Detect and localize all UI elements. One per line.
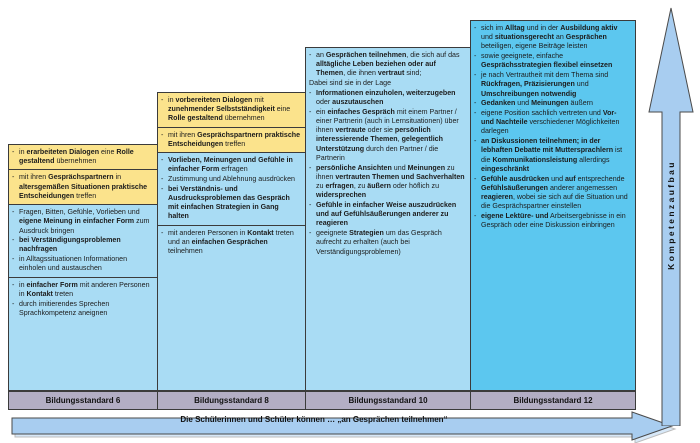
competency-list-item: in einfacher Form mit anderen Personen i… <box>12 281 153 299</box>
standard-label-10: Bildungsstandard 10 <box>306 392 471 409</box>
column-bildungsstandard-6: in erarbeiteten Dialogen eine Rolle gest… <box>8 144 158 391</box>
competency-cell: in vorbereiteten Dialogen mit zunehmende… <box>158 93 305 128</box>
competency-list: mit anderen Personen in Kontakt treten u… <box>161 229 301 257</box>
bottom-arrow-label: Die Schülerinnen und Schüler können … „a… <box>180 415 448 424</box>
competency-list-item: eigene Position sachlich vertreten und V… <box>474 109 631 137</box>
competency-list-item: in erarbeiteten Dialogen eine Rolle gest… <box>12 148 153 166</box>
competency-list-item: mit anderen Personen in Kontakt treten u… <box>161 229 301 257</box>
competency-cell: in erarbeiteten Dialogen eine Rolle gest… <box>9 145 157 171</box>
competency-list-item: Informationen einzuholen, weiterzugeben … <box>309 89 466 107</box>
competency-list: Vorlieben, Meinungen und Gefühle in einf… <box>161 156 301 222</box>
competency-list-item: in vorbereiteten Dialogen mit zunehmende… <box>161 96 301 124</box>
competency-list: in einfacher Form mit anderen Personen i… <box>12 281 153 318</box>
competency-list-item: mit ihren Gesprächspartnern in altersgem… <box>12 173 153 201</box>
competency-list: in vorbereiteten Dialogen mit zunehmende… <box>161 96 301 124</box>
column-bildungsstandard-8: in vorbereiteten Dialogen mit zunehmende… <box>157 92 306 391</box>
competency-list-item: Vorlieben, Meinungen und Gefühle in einf… <box>161 156 301 174</box>
competency-list-item: sich im Alltag und in der Ausbildung akt… <box>474 24 631 52</box>
standard-label-12: Bildungsstandard 12 <box>513 396 593 405</box>
competency-list-item: an Diskussionen teilnehmen; in der lebha… <box>474 137 631 174</box>
competency-list-item: Fragen, Bitten, Gefühle, Vorlieben und e… <box>12 208 153 236</box>
competency-list-item: sowie geeignete, einfache Gesprächsstrat… <box>474 52 631 70</box>
competency-list-item: je nach Vertrautheit mit dem Thema sind … <box>474 71 631 99</box>
competency-cell: sich im Alltag und in der Ausbildung akt… <box>471 21 635 390</box>
competency-cell: an Gesprächen teilnehmen, die sich auf d… <box>306 48 470 390</box>
competency-list-item: ein einfaches Gespräch mit einem Partner… <box>309 108 466 163</box>
competency-list-item: Zustimmung und Ablehnung ausdrücken <box>161 175 301 184</box>
competency-cell: mit ihren Gesprächspartnern praktische E… <box>158 127 305 154</box>
competency-cell: in einfacher Form mit anderen Personen i… <box>9 277 157 390</box>
competency-list-item: an Gesprächen teilnehmen, die sich auf d… <box>309 51 466 79</box>
competency-list-item: Gefühle in einfacher Weise auszudrücken … <box>309 201 466 229</box>
competency-list: in erarbeiteten Dialogen eine Rolle gest… <box>12 148 153 166</box>
competency-list: mit ihren Gesprächspartnern in altersgem… <box>12 173 153 201</box>
column-bildungsstandard-10: an Gesprächen teilnehmen, die sich auf d… <box>305 47 471 391</box>
competency-list-item: durch imitierendes Sprechen Sprachkompet… <box>12 300 153 318</box>
competency-growth-arrow: Kompetenzaufbau <box>645 4 697 426</box>
competency-list-item: bei Verständigungsproblemen nachfragen <box>12 236 153 254</box>
competency-cell: Fragen, Bitten, Gefühle, Vorlieben und e… <box>9 205 157 278</box>
standards-row: Bildungsstandard 6 Bildungsstandard 8 Bi… <box>8 391 636 410</box>
competency-list-item: in Alltagssituationen Informationen einh… <box>12 255 153 273</box>
competency-list-item: mit ihren Gesprächspartnern praktische E… <box>161 131 301 149</box>
competency-list-item: persönliche Ansichten und Meinungen zu i… <box>309 164 466 201</box>
standard-label-8: Bildungsstandard 8 <box>158 392 306 409</box>
competency-list: Fragen, Bitten, Gefühle, Vorlieben und e… <box>12 208 153 274</box>
competency-cell: mit anderen Personen in Kontakt treten u… <box>158 225 305 390</box>
competency-list-item: geeignete Strategien um das Gespräch auf… <box>309 229 466 257</box>
competency-list-item: Gefühle ausdrücken und auf entsprechende… <box>474 175 631 212</box>
competency-list: mit ihren Gesprächspartnern praktische E… <box>161 131 301 149</box>
standard-label-6: Bildungsstandard 6 <box>9 392 158 409</box>
column-bildungsstandard-12: sich im Alltag und in der Ausbildung akt… <box>470 20 636 391</box>
competency-list: an Gesprächen teilnehmen, die sich auf d… <box>309 51 466 257</box>
competency-list-item: Gedanken und Meinungen äußern <box>474 99 631 108</box>
bottom-arrow: Die Schülerinnen und Schüler können … „a… <box>4 410 680 443</box>
competency-list-item: eigene Lektüre- und Arbeitsergebnisse in… <box>474 212 631 230</box>
competency-list: sich im Alltag und in der Ausbildung akt… <box>474 24 631 230</box>
competency-cell: Vorlieben, Meinungen und Gefühle in einf… <box>158 153 305 226</box>
competency-list-item: Dabei sind sie in der Lage <box>309 79 392 88</box>
competency-cell: mit ihren Gesprächspartnern in altersgem… <box>9 170 157 206</box>
competency-list-item: bei Verständnis- und Ausdrucksproblemen … <box>161 185 301 222</box>
